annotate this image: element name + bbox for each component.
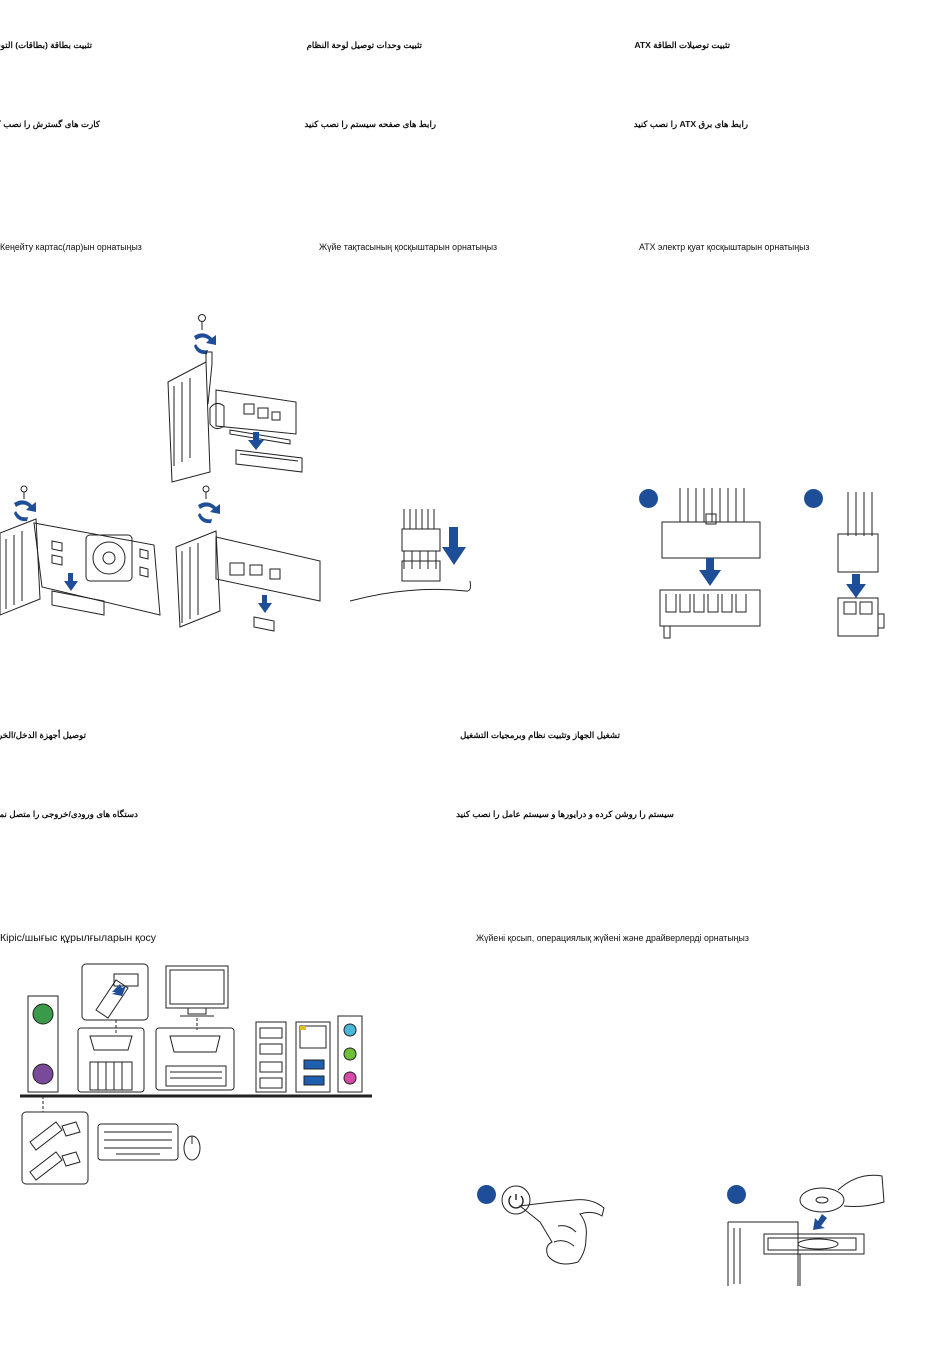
heading-expansion-ar: تثبيت بطاقة (بطاقات) التوسعة xyxy=(0,40,92,50)
mouse-icon xyxy=(183,1135,201,1161)
screw-icon xyxy=(20,485,28,499)
down-arrow-icon xyxy=(248,432,264,450)
heading-expansion-fa: کارت های گسترش را نصب کنید xyxy=(0,119,100,129)
rotate-arrow-icon xyxy=(194,333,216,355)
heading-io-devices-fa: دستگاه های ورودی/خروجی را متصل نمایید xyxy=(0,809,138,819)
heading-system-panel-fa: رابط های صفحه سیستم را نصب کنید xyxy=(304,119,436,129)
rear-io-panel-illustration xyxy=(20,963,372,1185)
down-arrow-icon xyxy=(258,595,272,613)
heading-system-panel-kk: Жүйе тақтасының қосқыштарын орнатыңыз xyxy=(319,242,498,252)
system-panel-connector-illustration xyxy=(349,509,471,602)
optical-disc-icon xyxy=(799,1187,845,1213)
graphics-card-install-illustration xyxy=(0,485,161,616)
heading-atx-power-ar: تثبيت توصيلات الطاقة ATX xyxy=(634,40,730,50)
screw-icon xyxy=(202,485,210,499)
down-arrow-icon xyxy=(64,573,78,591)
power-button-icon xyxy=(501,1185,531,1215)
down-arrow-icon xyxy=(699,558,721,586)
heading-power-on-fa: سیستم را روشن کرده و درایورها و سیستم عا… xyxy=(456,809,674,819)
heading-io-devices-ar: توصيل أجهزة الدخل/الخرج xyxy=(0,730,86,740)
down-arrow-icon xyxy=(813,1214,827,1230)
step-1-marker xyxy=(639,489,658,508)
heading-atx-power-kk: ATX электр қуат қосқыштарын орнатыңыз xyxy=(639,242,810,252)
screw-icon xyxy=(198,314,206,330)
expansion-card-install-illustration xyxy=(167,314,303,483)
install-driver-disc-illustration xyxy=(727,1174,885,1286)
expansion-card-slot-illustration xyxy=(175,485,321,632)
rotate-arrow-icon xyxy=(14,500,36,522)
monitor-icon xyxy=(165,965,229,1017)
heading-atx-power-fa: رابط های برق ATX را نصب کنید xyxy=(633,119,748,129)
heading-expansion-kk: Кеңейту картас(лар)ын орнатыңыз xyxy=(0,242,142,252)
heading-system-panel-ar: تثبيت وحدات توصيل لوحة النظام xyxy=(306,40,422,50)
step-1-marker xyxy=(477,1185,496,1204)
heading-power-on-ar: تشغيل الجهاز وتثبيت نظام وبرمجيات التشغي… xyxy=(460,730,620,740)
power-on-illustration xyxy=(501,1185,605,1265)
step-2-marker xyxy=(804,489,823,508)
heading-power-on-kk: Жүйені қосып, операциялық жүйені және др… xyxy=(476,933,749,943)
step-2-marker xyxy=(727,1185,746,1204)
down-arrow-icon xyxy=(846,574,866,598)
heading-io-devices-kk: Кіріс/шығыс құрылғыларын қосу xyxy=(0,932,157,944)
atx-4pin-connector-illustration xyxy=(837,492,885,637)
down-arrow-icon xyxy=(442,527,466,565)
keyboard-icon xyxy=(97,1123,179,1161)
atx-24pin-connector-illustration xyxy=(659,488,761,639)
rotate-arrow-icon xyxy=(198,502,220,524)
